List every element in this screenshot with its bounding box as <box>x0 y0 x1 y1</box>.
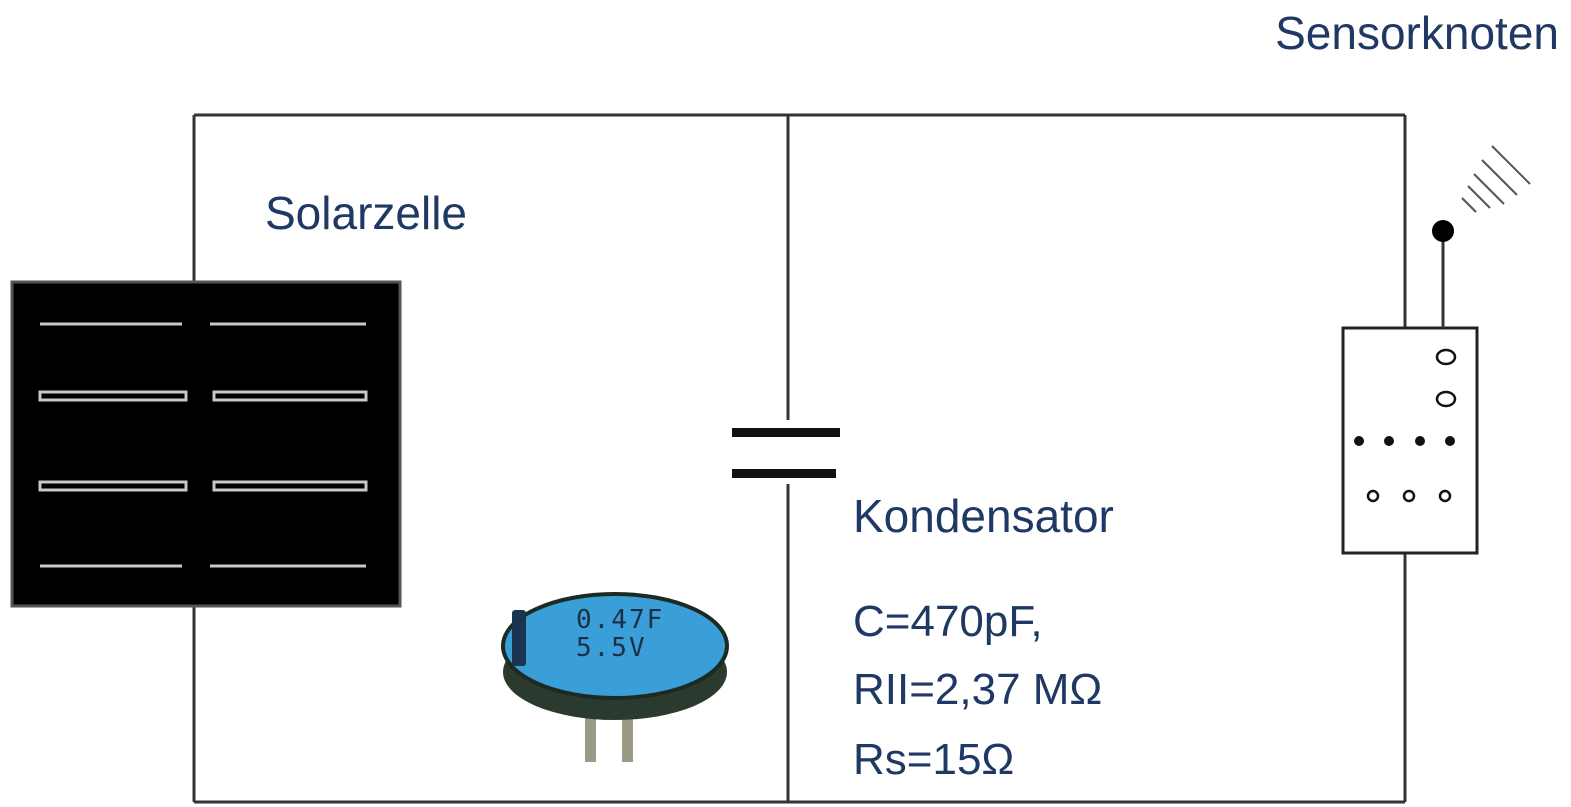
solar-panel-icon <box>10 280 402 608</box>
sensor-node-title: Sensorknoten <box>1275 7 1559 59</box>
supercapacitor-photo: 0.47F 5.5V <box>501 592 729 762</box>
sensor-node-icon <box>1341 326 1479 555</box>
antenna-icon <box>1432 145 1531 328</box>
supercap-marking-2: 5.5V <box>576 633 647 663</box>
circuit-wires <box>192 113 1407 804</box>
leakage-resistance-spec: RII=2,37 MΩ <box>853 665 1103 714</box>
capacitor-symbol-icon <box>732 428 840 478</box>
solar-cell-label: Solarzelle <box>265 187 467 239</box>
series-resistance-spec: Rs=15Ω <box>853 735 1015 784</box>
capacitor-label: Kondensator <box>853 490 1114 542</box>
capacitance-spec: C=470pF, <box>853 597 1043 646</box>
supercap-marking-1: 0.47F <box>576 605 664 635</box>
